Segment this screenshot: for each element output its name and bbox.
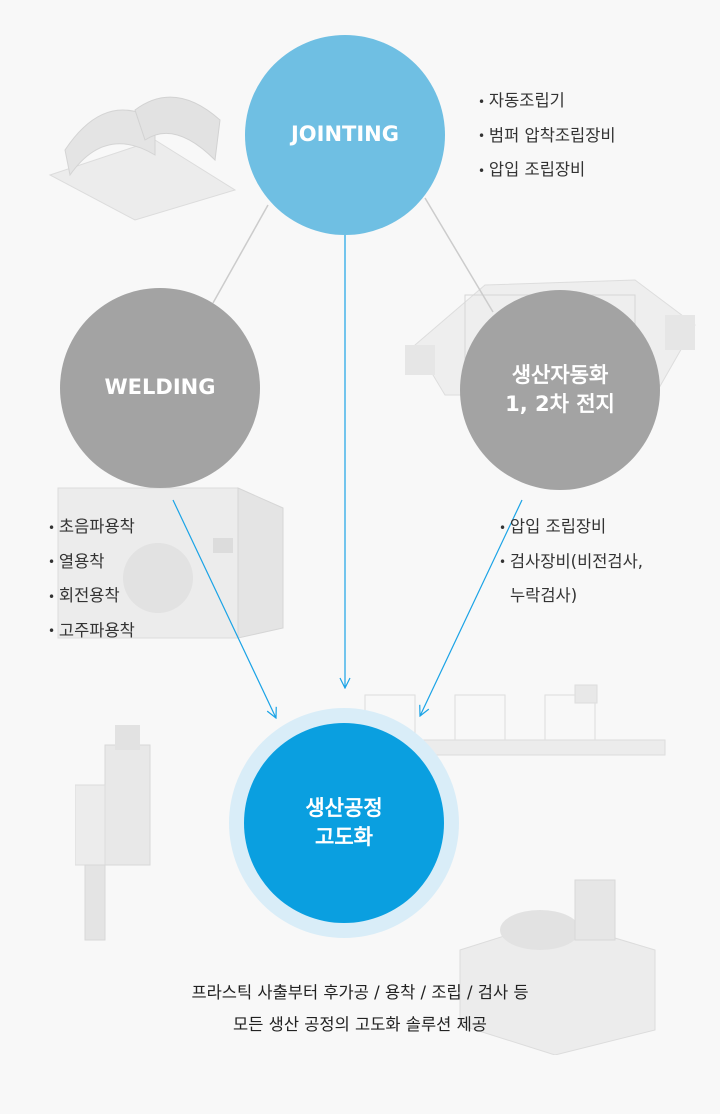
automation-circle: 생산자동화 1, 2차 전지 <box>460 290 660 490</box>
list-item: 초음파용착 <box>48 510 135 545</box>
automation-list: 압입 조립장비 검사장비(비전검사, 누락검사) <box>499 510 643 614</box>
footer-line-2: 모든 생산 공정의 고도화 솔루션 제공 <box>233 1015 487 1034</box>
list-item: 압입 조립장비 <box>478 153 616 188</box>
arrow-welding-center <box>172 499 276 718</box>
list-item: 회전용착 <box>48 579 135 614</box>
list-item: 자동조립기 <box>478 84 616 119</box>
machine-illustration-jointing <box>48 96 237 221</box>
jointing-circle: JOINTING <box>245 35 445 235</box>
list-item: 검사장비(비전검사, <box>499 545 643 580</box>
list-item: 범퍼 압착조립장비 <box>478 119 616 154</box>
center-circle: 생산공정 고도화 <box>244 723 444 923</box>
machine-illustration-vertical <box>75 725 151 941</box>
connector-jointing-automation <box>424 197 494 313</box>
machine-illustration-assembly <box>459 879 656 1055</box>
list-item: 열용착 <box>48 545 135 580</box>
welding-circle: WELDING <box>60 288 260 488</box>
list-item-continuation: 누락검사) <box>510 586 578 605</box>
connector-jointing-welding <box>212 204 269 304</box>
footer-line-1: 프라스틱 사출부터 후가공 / 용착 / 조립 / 검사 등 <box>191 983 529 1002</box>
jointing-list: 자동조립기 범퍼 압착조립장비 압입 조립장비 <box>478 84 616 188</box>
welding-list: 초음파용착 열용착 회전용착 고주파용착 <box>48 510 135 648</box>
list-item: 고주파용착 <box>48 614 135 649</box>
list-item: 압입 조립장비 <box>499 510 643 545</box>
